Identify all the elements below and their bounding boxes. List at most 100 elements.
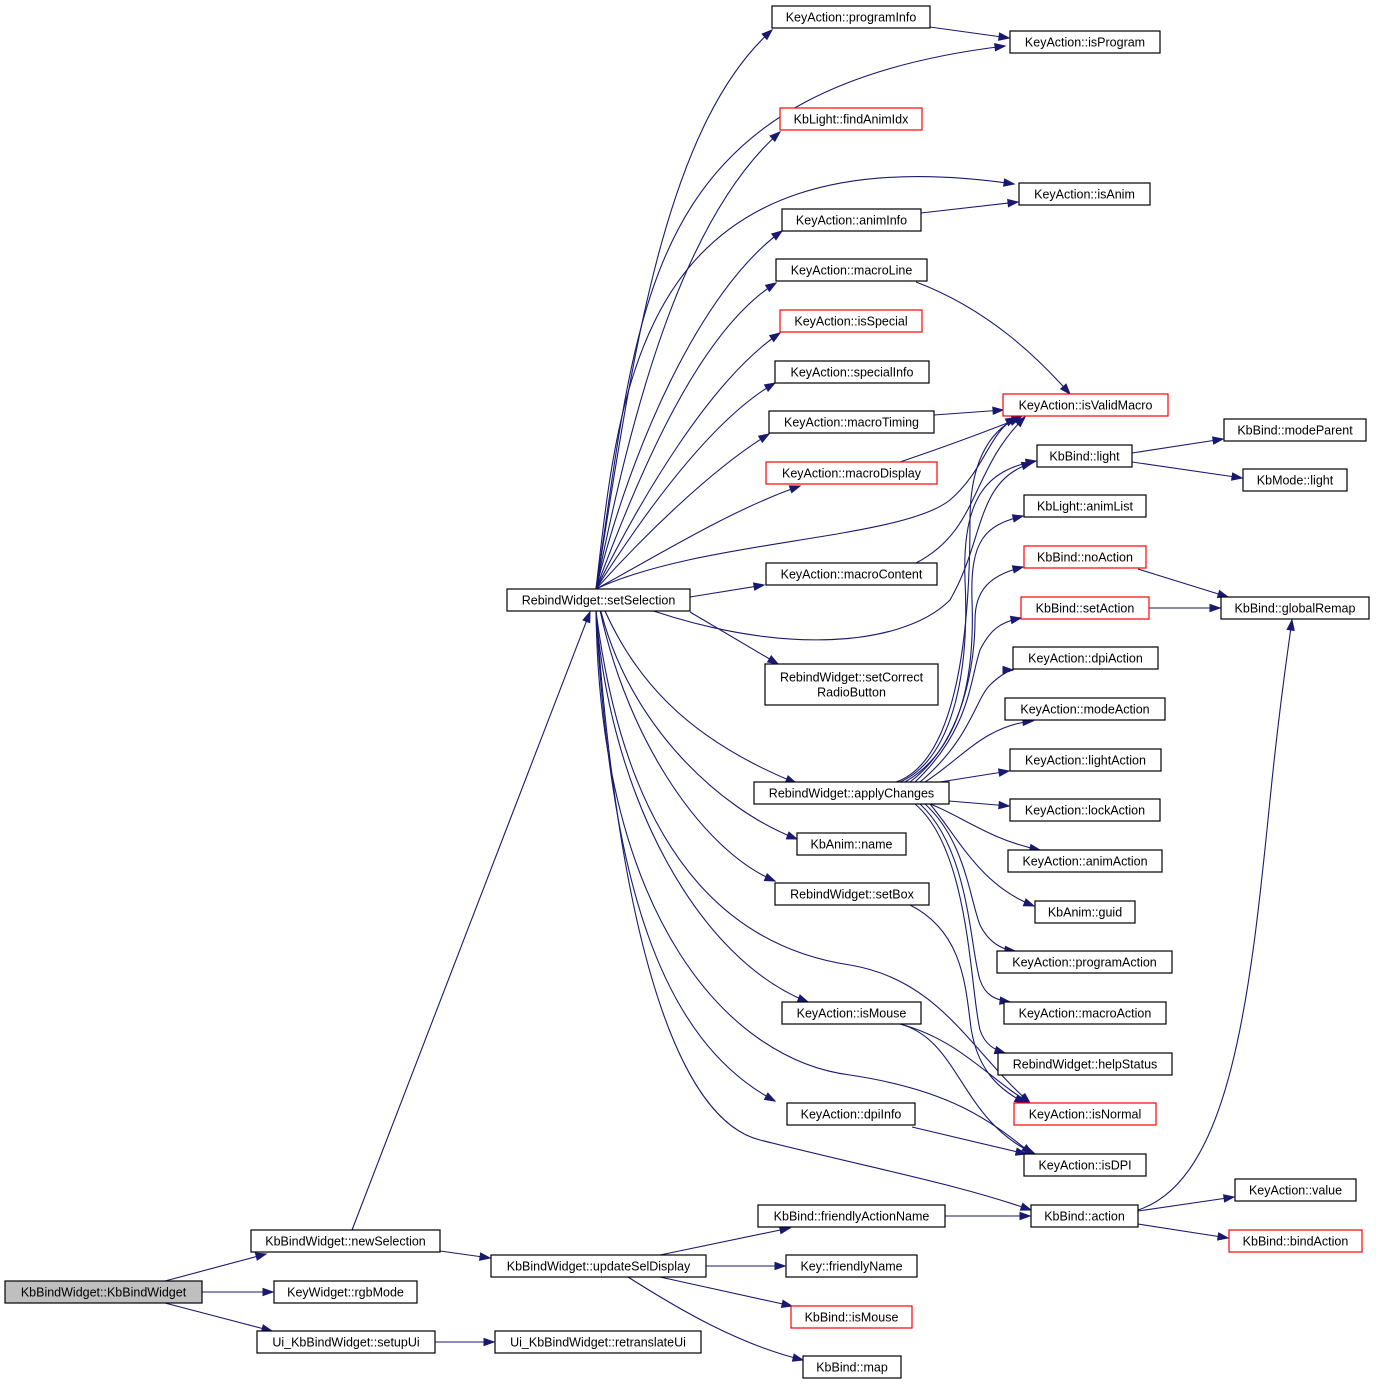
node-layer: KbBindWidget::KbBindWidget KbBindWidget::… xyxy=(4,5,1370,1379)
call-edge-keyActionIsMouse-to-isNormal xyxy=(899,1023,1031,1104)
node-label: KbBind::light xyxy=(1049,450,1120,464)
node-isNormal[interactable]: KeyAction::isNormal xyxy=(1013,1102,1157,1126)
node-globalRemap[interactable]: KbBind::globalRemap xyxy=(1220,596,1370,620)
node-bindAction[interactable]: KbBind::bindAction xyxy=(1228,1229,1363,1253)
node-kbBindMap[interactable]: KbBind::map xyxy=(802,1355,902,1379)
call-edge-setSelection-to-keyActionIsMouse xyxy=(595,610,809,1003)
node-keyActionValue[interactable]: KeyAction::value xyxy=(1234,1178,1357,1202)
call-edge-setSelection-to-setCorrectRadioButton xyxy=(689,611,779,665)
node-isProgram[interactable]: KeyAction::isProgram xyxy=(1009,30,1161,54)
node-programInfo[interactable]: KeyAction::programInfo xyxy=(771,5,931,29)
call-edge-applyChanges-to-programAction xyxy=(924,803,1016,952)
arrowhead-setSelection-to-setBox xyxy=(763,873,777,882)
node-programAction[interactable]: KeyAction::programAction xyxy=(996,950,1173,974)
arrowhead-setSelection-to-dpiInfo xyxy=(763,1092,777,1102)
node-label: KeyAction::isProgram xyxy=(1025,36,1145,50)
node-kbModeLight[interactable]: KbMode::light xyxy=(1242,468,1348,492)
node-isValidMacro[interactable]: KeyAction::isValidMacro xyxy=(1002,393,1169,417)
node-macroLine[interactable]: KeyAction::macroLine xyxy=(775,258,928,282)
node-modeAction[interactable]: KeyAction::modeAction xyxy=(1004,697,1166,721)
node-updateSelDisplay[interactable]: KbBindWidget::updateSelDisplay xyxy=(490,1254,707,1278)
call-edge-root-to-newSelection xyxy=(164,1253,267,1282)
node-kbBindLight[interactable]: KbBind::light xyxy=(1036,444,1133,468)
node-setSelection[interactable]: RebindWidget::setSelection xyxy=(506,588,691,612)
node-retranslateUi[interactable]: Ui_KbBindWidget::retranslateUi xyxy=(494,1330,702,1354)
node-dpiInfo[interactable]: KeyAction::dpiInfo xyxy=(786,1102,916,1126)
node-noAction[interactable]: KbBind::noAction xyxy=(1023,545,1147,569)
call-edge-applyChanges-to-modeAction xyxy=(924,720,1034,783)
node-kbBindAction[interactable]: KbBind::action xyxy=(1030,1204,1139,1228)
arrowhead-keyActionIsMouse-to-isNormal xyxy=(1018,1094,1032,1104)
node-kbAnimName[interactable]: KbAnim::name xyxy=(796,832,907,856)
call-edge-dpiInfo-to-isDPI xyxy=(911,1126,1027,1155)
arrowhead-kbBindAction-to-keyActionValue xyxy=(1222,1194,1236,1203)
node-findAnimIdx[interactable]: KbLight::findAnimIdx xyxy=(779,107,923,131)
node-helpStatus[interactable]: RebindWidget::helpStatus xyxy=(997,1052,1173,1076)
node-macroDisplay[interactable]: KeyAction::macroDisplay xyxy=(765,461,938,485)
arrowhead-dpiInfo-to-isDPI xyxy=(1014,1147,1028,1156)
node-label: KeyAction::macroAction xyxy=(1019,1007,1152,1021)
node-box xyxy=(256,1330,436,1354)
node-isSpecial[interactable]: KeyAction::isSpecial xyxy=(779,309,923,333)
node-box xyxy=(790,1305,913,1329)
arrowhead-programInfo-to-isProgram xyxy=(998,32,1011,41)
arrowhead-setSelection-to-specialInfo xyxy=(763,382,777,392)
node-setAction[interactable]: KbBind::setAction xyxy=(1020,596,1150,620)
node-label: KbMode::light xyxy=(1257,474,1334,488)
node-box xyxy=(757,1204,946,1228)
node-applyChanges[interactable]: RebindWidget::applyChanges xyxy=(753,781,950,805)
call-edge-macroLine-to-isValidMacro xyxy=(915,281,1071,395)
arrowhead-setSelection-to-setCorrectRadioButton xyxy=(766,654,780,665)
node-macroContent[interactable]: KeyAction::macroContent xyxy=(765,562,938,586)
node-label: KeyAction::macroDisplay xyxy=(782,467,922,481)
arrowhead-setSelection-to-macroContent xyxy=(752,582,766,591)
node-box xyxy=(1002,393,1169,417)
node-dpiAction[interactable]: KeyAction::dpiAction xyxy=(1012,646,1159,670)
node-guid[interactable]: KbAnim::guid xyxy=(1034,900,1136,924)
node-box xyxy=(250,1229,441,1253)
node-kbBindIsMouse[interactable]: KbBind::isMouse xyxy=(790,1305,913,1329)
node-animAction[interactable]: KeyAction::animAction xyxy=(1007,849,1163,873)
node-box xyxy=(771,5,931,29)
node-animList[interactable]: KbLight::animList xyxy=(1023,494,1147,518)
node-label: KbBind::friendlyActionName xyxy=(774,1210,930,1224)
node-box xyxy=(774,882,930,906)
node-newSelection[interactable]: KbBindWidget::newSelection xyxy=(250,1229,441,1253)
node-box xyxy=(1023,494,1147,518)
node-label: KeyAction::lightAction xyxy=(1025,754,1146,768)
node-friendlyActionName[interactable]: KbBind::friendlyActionName xyxy=(757,1204,946,1228)
node-modeParent[interactable]: KbBind::modeParent xyxy=(1223,418,1367,442)
node-label: KeyAction::macroContent xyxy=(781,568,923,582)
node-macroTiming[interactable]: KeyAction::macroTiming xyxy=(768,410,935,434)
arrowhead-macroContent-to-isValidMacro xyxy=(1014,415,1027,428)
arrowhead-newSelection-to-setSelection xyxy=(582,610,591,624)
arrowhead-setSelection-to-macroLine xyxy=(764,282,778,293)
arrowhead-setSelection-to-isAnim xyxy=(1002,178,1016,187)
node-label: KeyAction::specialInfo xyxy=(791,366,914,380)
node-macroAction[interactable]: KeyAction::macroAction xyxy=(1003,1001,1167,1025)
node-keyActionIsMouse[interactable]: KeyAction::isMouse xyxy=(781,1001,922,1025)
node-box xyxy=(753,781,950,805)
node-lockAction[interactable]: KeyAction::lockAction xyxy=(1009,798,1161,822)
arrowhead-kbBindLight-to-kbModeLight xyxy=(1230,472,1244,481)
node-setBox[interactable]: RebindWidget::setBox xyxy=(774,882,930,906)
node-rgbMode[interactable]: KeyWidget::rgbMode xyxy=(273,1280,418,1304)
node-root[interactable]: KbBindWidget::KbBindWidget xyxy=(4,1280,203,1304)
node-label: KeyAction::isAnim xyxy=(1034,188,1135,202)
arrowhead-setSelection-to-isSpecial xyxy=(768,332,782,343)
node-label: Ui_KbBindWidget::setupUi xyxy=(272,1336,419,1350)
node-box xyxy=(802,1355,902,1379)
call-edge-kbBindLight-to-modeParent xyxy=(1131,438,1224,454)
call-edge-noAction-to-globalRemap xyxy=(1137,568,1229,598)
node-isDPI[interactable]: KeyAction::isDPI xyxy=(1023,1153,1147,1177)
call-edge-setSelection-to-macroTiming xyxy=(595,433,770,590)
arrowhead-setSelection-to-isProgram xyxy=(994,42,1007,52)
node-isAnim[interactable]: KeyAction::isAnim xyxy=(1018,182,1151,206)
node-specialInfo[interactable]: KeyAction::specialInfo xyxy=(774,360,930,384)
call-edge-kbBindLight-to-kbModeLight xyxy=(1131,461,1243,479)
node-friendlyName[interactable]: Key::friendlyName xyxy=(785,1254,918,1278)
node-setupUi[interactable]: Ui_KbBindWidget::setupUi xyxy=(256,1330,436,1354)
node-animInfo[interactable]: KeyAction::animInfo xyxy=(781,208,922,232)
node-lightAction[interactable]: KeyAction::lightAction xyxy=(1009,748,1162,772)
